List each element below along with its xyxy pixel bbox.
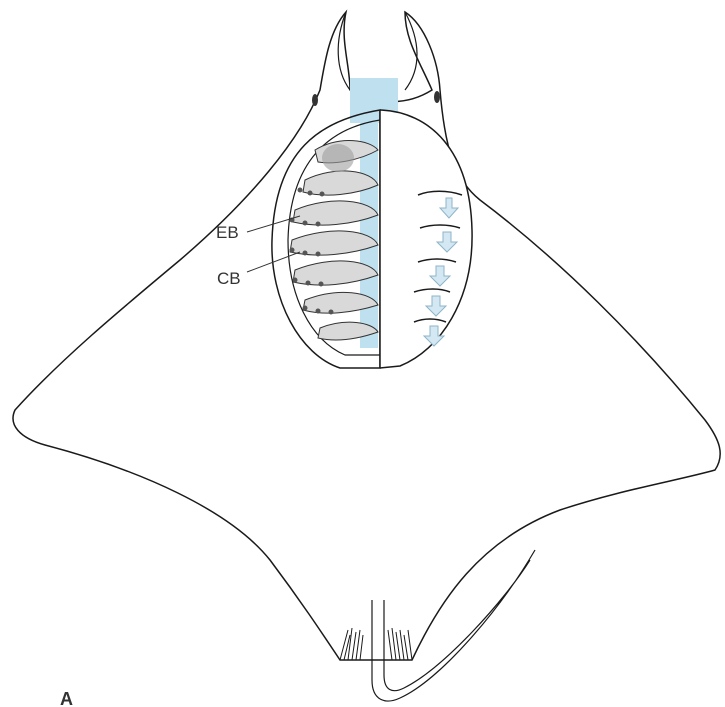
cb-label: CB: [217, 269, 241, 288]
left-eye: [312, 94, 318, 106]
right-eye: [434, 91, 440, 103]
panel-label: A: [60, 689, 73, 707]
eb-label: EB: [216, 223, 239, 242]
